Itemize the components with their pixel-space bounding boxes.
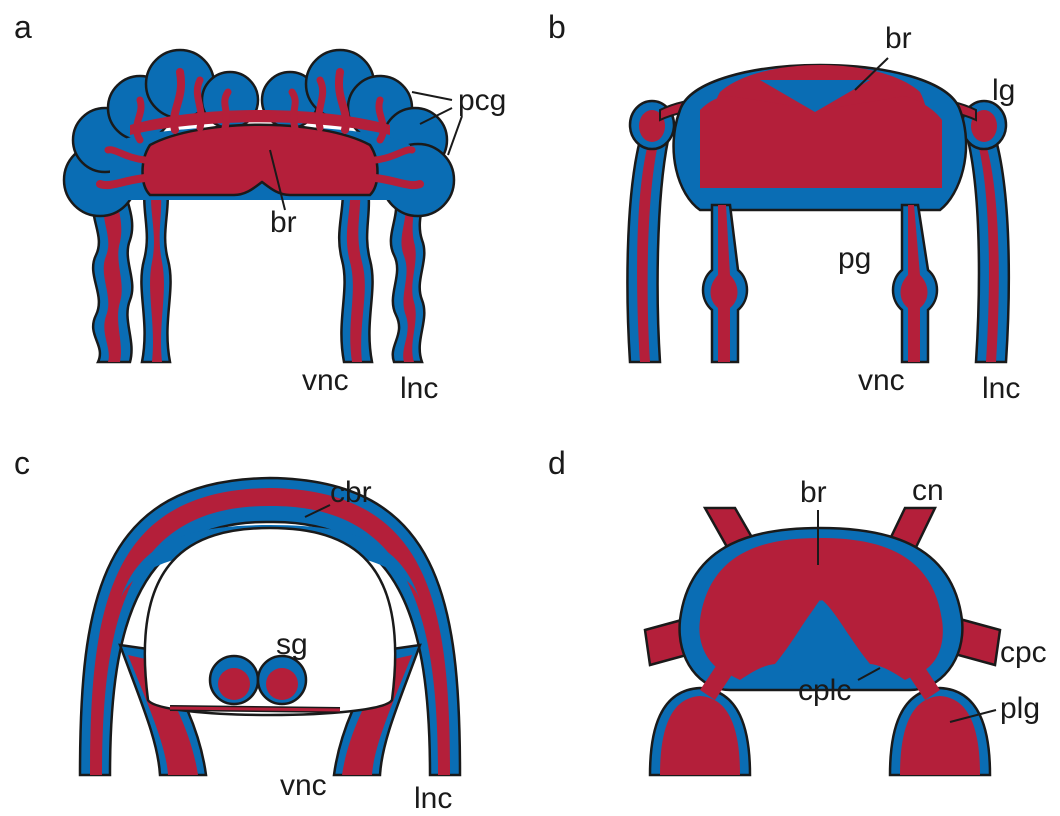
panel-b: b — [548, 9, 1020, 405]
panel-d-letter: d — [548, 445, 566, 481]
panel-d-label-cn: cn — [912, 474, 944, 507]
panel-b-ventral-nerve-cords — [703, 205, 937, 362]
panel-c-label-vnc: vnc — [280, 769, 327, 802]
panel-b-brain — [674, 65, 967, 210]
panel-c-label-cbr: cbr — [330, 476, 372, 509]
panel-a-label-vnc: vnc — [302, 364, 349, 397]
panel-a: a — [14, 9, 506, 405]
panel-b-label-lg: lg — [992, 74, 1015, 107]
panel-a-leader-pcg-1 — [412, 92, 452, 100]
panel-c-letter: c — [14, 445, 30, 481]
panel-c-label-lnc: lnc — [414, 782, 452, 815]
panel-b-letter: b — [548, 9, 566, 45]
panel-a-leader-pcg-3 — [448, 116, 462, 155]
panel-a-ventral-nerve-cords — [141, 180, 372, 362]
panel-a-label-lnc: lnc — [400, 372, 438, 405]
panel-d-label-br: br — [800, 476, 827, 509]
panel-d-label-cplc: cplc — [798, 674, 851, 707]
panel-d: d br cn cpc cplc — [548, 445, 1047, 775]
panel-b-label-vnc: vnc — [858, 364, 905, 397]
panel-b-label-br: br — [885, 22, 912, 55]
panel-c: c cbr sg vnc lnc — [14, 445, 460, 815]
panel-b-label-pg: pg — [838, 242, 871, 275]
panel-d-label-cpc: cpc — [1000, 636, 1047, 669]
panel-a-label-pcg: pcg — [458, 84, 506, 117]
panel-a-label-br: br — [270, 206, 297, 239]
panel-a-letter: a — [14, 9, 32, 45]
panel-b-label-lnc: lnc — [982, 372, 1020, 405]
panel-d-label-plg: plg — [1000, 692, 1040, 725]
panel-c-label-sg: sg — [276, 628, 308, 661]
